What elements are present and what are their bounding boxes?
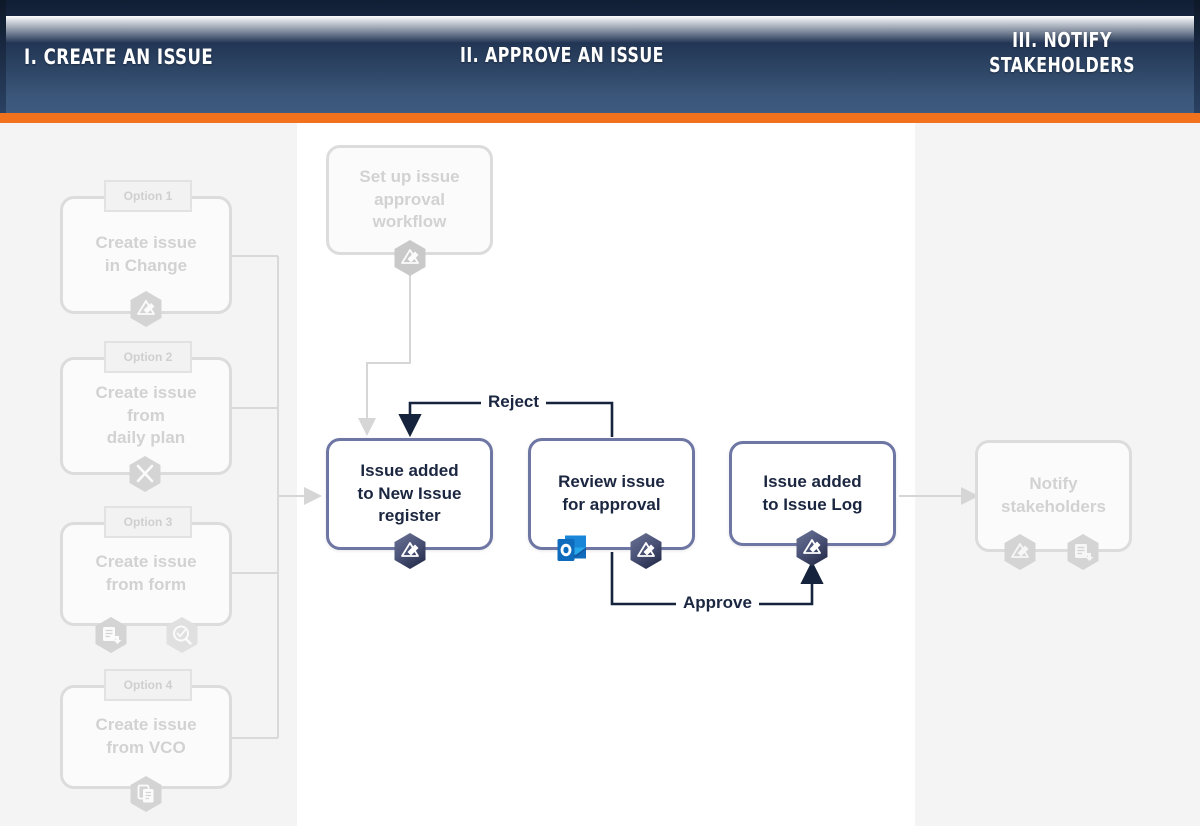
accent-divider-bar	[0, 113, 1200, 123]
edit-pen-hexagon-icon	[1003, 533, 1037, 571]
node-label: Create issue in Change	[95, 233, 197, 275]
edit-pen-hexagon-icon	[795, 529, 829, 567]
node-label: Create issue from daily plan	[95, 383, 197, 448]
microsoft-outlook-icon	[553, 531, 591, 569]
decision-label-approve: Approve	[676, 593, 759, 613]
form-hexagon-icon	[1066, 533, 1100, 571]
edit-pen-hexagon-icon	[393, 239, 427, 277]
documents-hexagon-icon	[129, 775, 163, 813]
phase-title-create-an-issue: I. Create an Issue	[24, 45, 214, 69]
option-tab-1: Option 1	[104, 180, 192, 212]
edit-pen-hexagon-icon	[629, 532, 663, 570]
edit-pen-hexagon-icon	[393, 532, 427, 570]
node-label: Set up issue approval workflow	[359, 167, 460, 232]
form-hexagon-icon	[94, 616, 128, 654]
node-set-up-issue-approval-workflow[interactable]: Set up issue approval workflow	[326, 145, 493, 255]
node-label: Notify stakeholders	[1001, 474, 1106, 516]
magnifier-check-hexagon-icon	[165, 616, 199, 654]
node-review-issue-for-approval[interactable]: Review issue for approval	[528, 438, 695, 550]
tools-hexagon-icon	[128, 455, 162, 493]
node-issue-added-to-new-issue-register[interactable]: Issue added to New Issue register	[326, 438, 493, 550]
node-label: Review issue for approval	[558, 472, 665, 514]
edit-pen-hexagon-icon	[129, 290, 163, 328]
decision-label-reject: Reject	[481, 392, 547, 412]
node-label: Create issue from form	[95, 552, 197, 594]
phase-title-notify-stakeholders: III. Notify Stakeholders	[989, 28, 1135, 77]
option-tab-2: Option 2	[104, 341, 192, 373]
node-create-issue-from-form[interactable]: Create issue from form	[60, 522, 232, 626]
node-label: Issue added to Issue Log	[762, 471, 863, 514]
phase-title-approve-an-issue: II. Approve an Issue	[460, 43, 664, 67]
option-tab-3: Option 3	[104, 506, 192, 538]
header-edge-left	[0, 0, 6, 113]
header-edge-right	[1194, 0, 1200, 113]
node-label: Issue added to New Issue register	[357, 461, 462, 526]
phase-header-bar: I. Create an Issue II. Approve an Issue …	[0, 0, 1200, 113]
option-tab-4: Option 4	[104, 669, 192, 701]
node-notify-stakeholders[interactable]: Notify stakeholders	[975, 440, 1132, 552]
node-label: Create issue from VCO	[95, 715, 197, 757]
node-create-issue-from-daily-plan[interactable]: Create issue from daily plan	[60, 357, 232, 475]
